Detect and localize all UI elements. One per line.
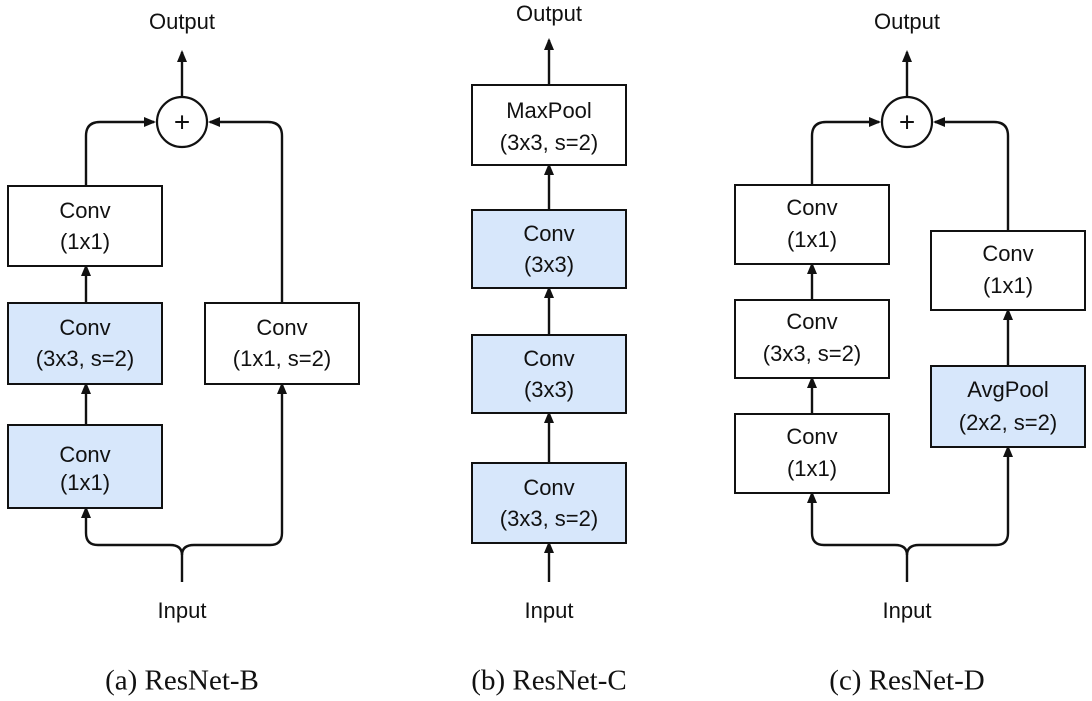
arrow-input-shortcut-c <box>905 445 1013 556</box>
block-conv-1x1-bottom: Conv (1x1) <box>734 413 890 494</box>
output-label: Output <box>149 9 215 34</box>
caption: (b) ResNet-C <box>471 665 626 697</box>
block-frame <box>734 184 890 265</box>
block-label-line1: Conv <box>59 198 110 223</box>
panel-resnet-d: Conv (1x1) Conv (3x3, s=2) Conv (1x1) Av… <box>734 9 1086 697</box>
block-frame <box>471 462 627 544</box>
add-node-symbol: + <box>899 106 915 137</box>
add-node: + <box>880 95 934 149</box>
block-label-line2: (1x1) <box>787 227 837 252</box>
block-label-line1: Conv <box>523 346 574 371</box>
block-frame <box>204 302 360 385</box>
block-frame <box>734 413 890 494</box>
arrow-input-shortcut-a <box>180 382 287 556</box>
block-label-line1: Conv <box>59 315 110 340</box>
block-label-line2: (1x1, s=2) <box>233 346 331 371</box>
arrow-shortcut-add-c <box>933 117 1010 231</box>
block-label-line1: Conv <box>523 221 574 246</box>
block-frame <box>7 302 163 385</box>
arrow-conv3-add-c <box>810 117 881 185</box>
block-conv-3x3-top: Conv (3x3) <box>471 209 627 289</box>
add-node-circle <box>155 95 209 149</box>
block-conv-3x3-middle: Conv (3x3) <box>471 334 627 414</box>
caption: (c) ResNet-D <box>829 665 984 697</box>
block-conv-3x3-s2: Conv (3x3, s=2) <box>7 302 163 385</box>
block-conv-3x3-s2: Conv (3x3, s=2) <box>734 299 890 379</box>
block-conv-1x1-top: Conv (1x1) <box>7 185 163 267</box>
caption: (a) ResNet-B <box>105 665 259 697</box>
block-label-line2: (3x3, s=2) <box>763 341 861 366</box>
block-frame <box>7 185 163 267</box>
block-shortcut-conv-1x1-s2: Conv (1x1, s=2) <box>204 302 360 385</box>
block-label-line2: (2x2, s=2) <box>959 410 1057 435</box>
arrow-conv3-add-a <box>84 117 156 186</box>
block-maxpool: MaxPool (3x3, s=2) <box>471 84 627 166</box>
block-frame <box>930 230 1086 311</box>
block-label-line2: (1x1) <box>983 273 1033 298</box>
add-node-circle <box>880 95 934 149</box>
block-label-line1: AvgPool <box>967 377 1049 402</box>
block-frame <box>7 424 163 509</box>
arrow-shortcut-add-a <box>208 117 284 303</box>
arrow-input-split-c <box>807 491 909 582</box>
block-conv-1x1-bottom: Conv (1x1) <box>7 424 163 509</box>
block-label-line2: (1x1) <box>787 456 837 481</box>
block-conv-3x3-s2: Conv (3x3, s=2) <box>471 462 627 544</box>
block-label-line1: MaxPool <box>506 98 592 123</box>
block-frame <box>471 334 627 414</box>
panel-resnet-c: Conv (3x3, s=2) Conv (3x3) Conv (3x3) Ma… <box>471 1 627 697</box>
block-label-line2: (1x1) <box>60 229 110 254</box>
block-frame <box>471 209 627 289</box>
panel-resnet-b: Conv (1x1) Conv (3x3, s=2) Conv (1x1) Co… <box>7 9 360 697</box>
add-node: + <box>155 95 209 149</box>
block-shortcut-conv-1x1: Conv (1x1) <box>930 230 1086 311</box>
arrow-input-split-a <box>81 506 184 582</box>
input-label: Input <box>525 598 574 623</box>
output-label: Output <box>874 9 940 34</box>
block-label-line2: (3x3) <box>524 252 574 277</box>
block-label-line1: Conv <box>786 424 837 449</box>
add-node-symbol: + <box>174 106 190 137</box>
block-label-line2: (3x3) <box>524 377 574 402</box>
block-label-line1: Conv <box>786 195 837 220</box>
input-label: Input <box>158 598 207 623</box>
block-label-line1: Conv <box>59 442 110 467</box>
block-frame <box>734 299 890 379</box>
block-label-line1: Conv <box>786 309 837 334</box>
block-label-line1: Conv <box>523 475 574 500</box>
output-label: Output <box>516 1 582 26</box>
block-avgpool: AvgPool (2x2, s=2) <box>930 365 1086 448</box>
block-conv-1x1-top: Conv (1x1) <box>734 184 890 265</box>
block-label-line1: Conv <box>256 315 307 340</box>
block-label-line2: (3x3, s=2) <box>36 346 134 371</box>
block-label-line2: (3x3, s=2) <box>500 506 598 531</box>
block-frame <box>471 84 627 166</box>
block-frame <box>930 365 1086 448</box>
block-label-line2: (1x1) <box>60 470 110 495</box>
block-label-line2: (3x3, s=2) <box>500 130 598 155</box>
input-label: Input <box>883 598 932 623</box>
block-label-line1: Conv <box>982 241 1033 266</box>
